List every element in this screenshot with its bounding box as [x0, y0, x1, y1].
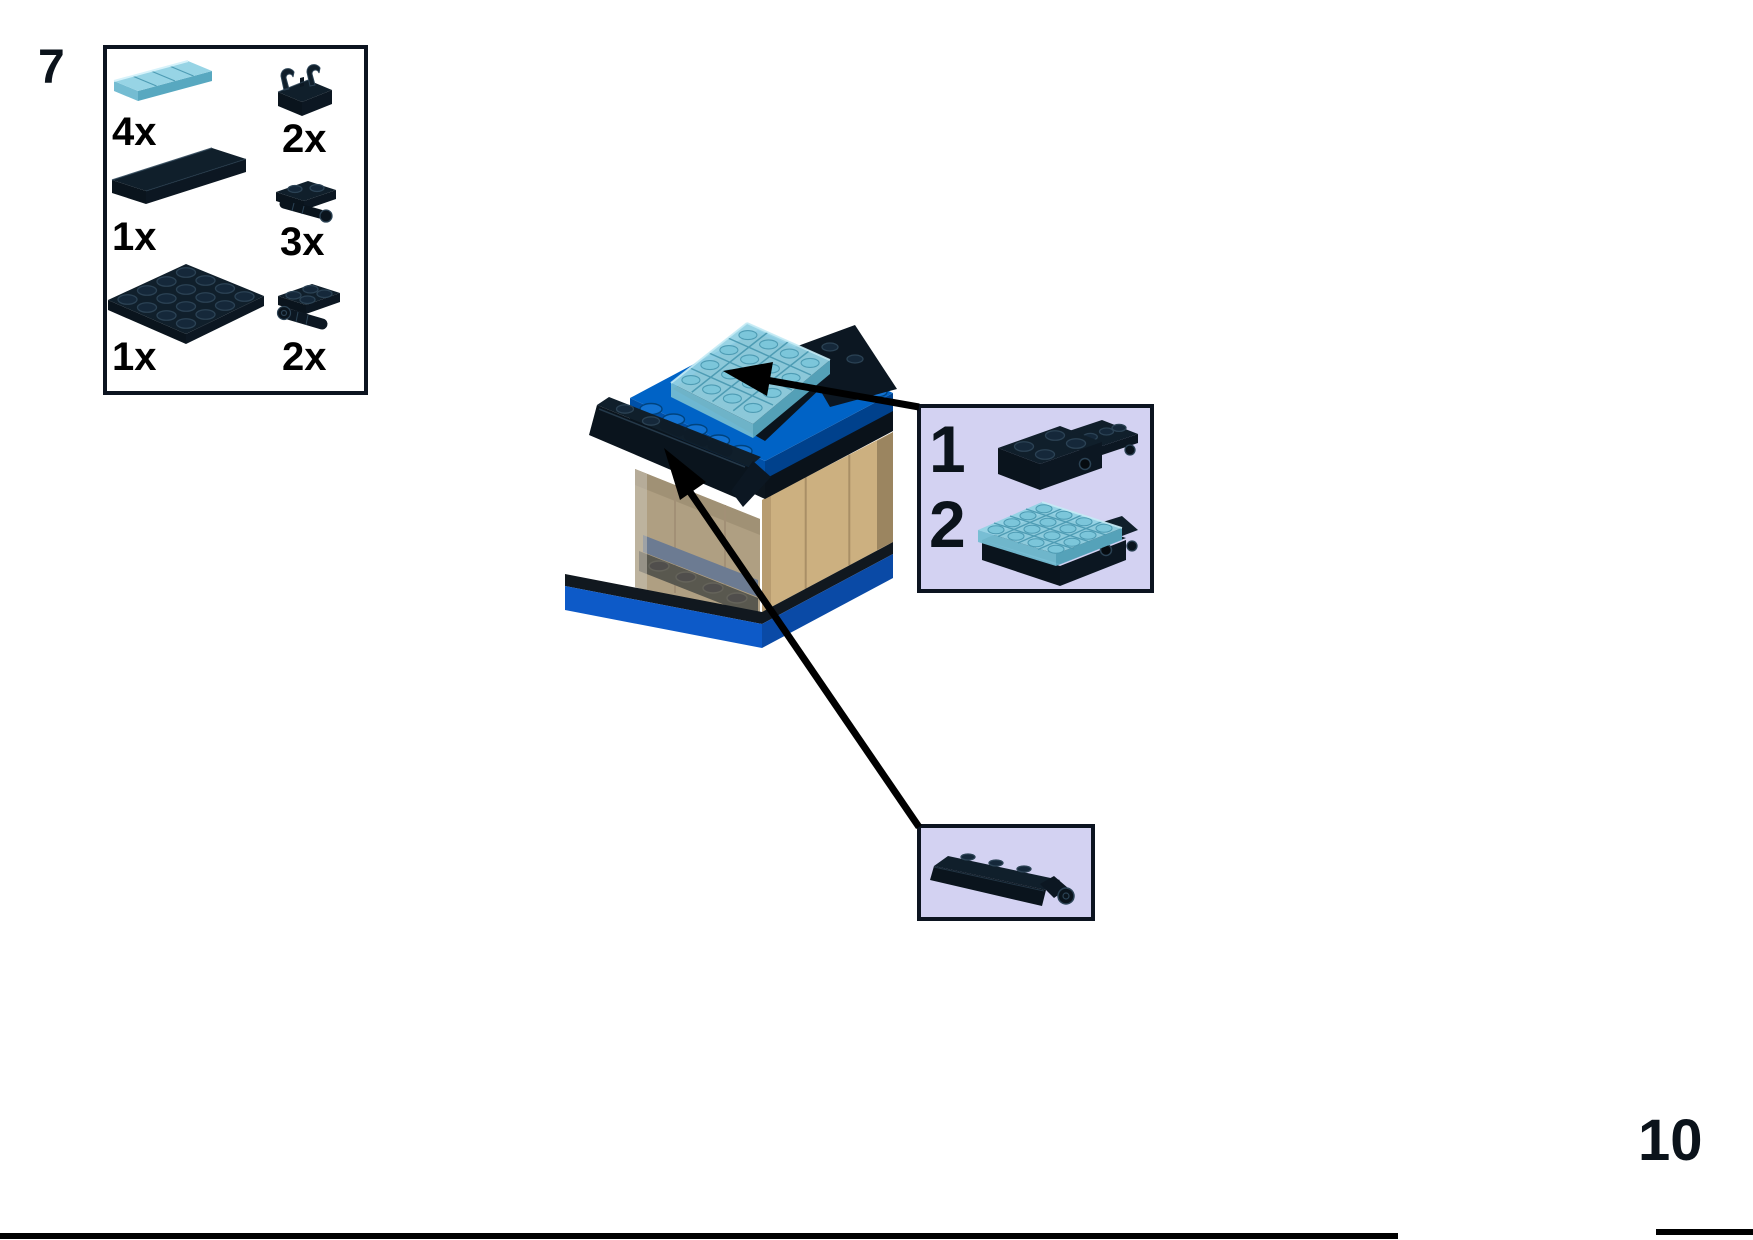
awning-assembly-icon — [930, 853, 1075, 906]
part-count: 3x — [280, 220, 325, 264]
bottom-rule-right — [1656, 1229, 1753, 1235]
arrow-to-awning — [664, 448, 922, 829]
plate-1x6-black-icon — [111, 147, 247, 204]
sub-step-2-label: 2 — [929, 487, 966, 561]
step-number: 7 — [38, 41, 65, 94]
sub-step-1-assembly-icon — [998, 420, 1138, 490]
bottom-rule-left — [0, 1233, 1398, 1239]
plate-4x4-black-icon — [108, 264, 264, 344]
main-model-kiosk — [565, 322, 897, 648]
plate-1x2-side-clip-icon — [276, 181, 336, 223]
part-count: 2x — [282, 117, 327, 161]
hinge-plate-2x2-black-icon — [276, 284, 340, 330]
part-count: 1x — [112, 215, 157, 259]
bracket-1x2-black-clips-icon — [277, 64, 332, 116]
part-count: 4x — [112, 110, 157, 154]
page-number: 10 — [1638, 1108, 1703, 1173]
awning-piece — [589, 397, 771, 507]
part-count: 2x — [282, 335, 327, 379]
part-count: 1x — [112, 335, 157, 379]
arrow-to-top-tile — [723, 362, 920, 411]
tile-1x4-trans-light-blue-icon — [113, 60, 212, 101]
sub-step-1-label: 1 — [929, 412, 966, 486]
sub-step-2-assembly-icon — [978, 501, 1138, 586]
